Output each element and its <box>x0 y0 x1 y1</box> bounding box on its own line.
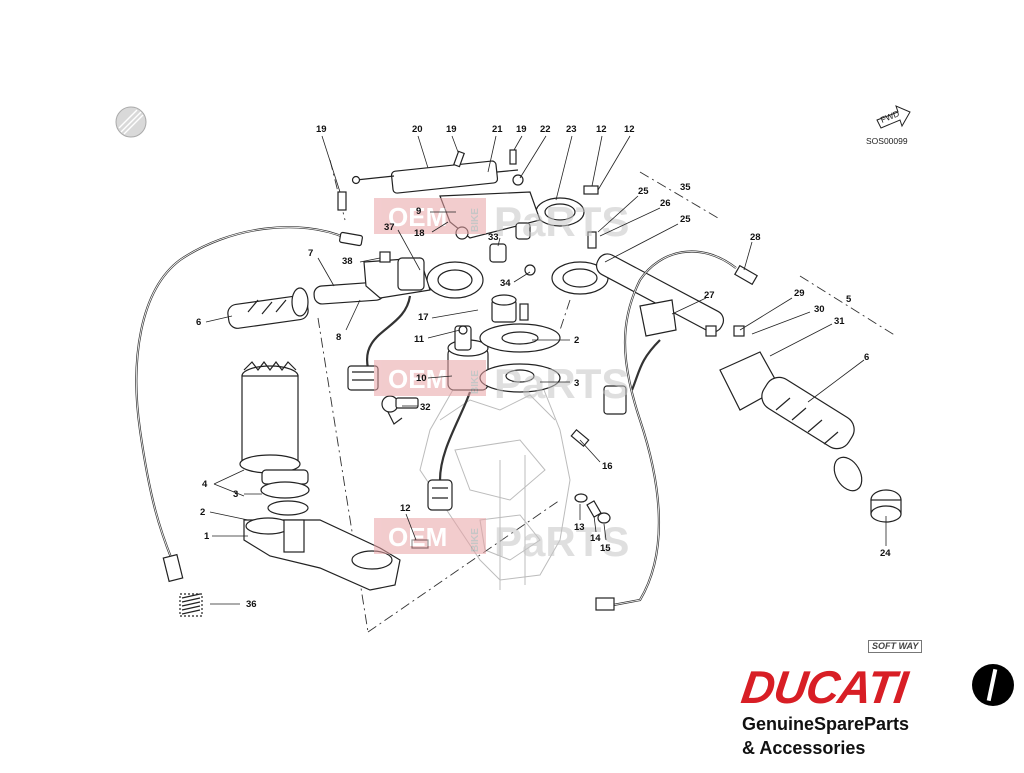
clutch-cable <box>135 226 363 583</box>
drawing-code: SOS00099 <box>866 136 908 146</box>
callout-15: 15 <box>600 543 611 554</box>
lower-triple-clamp <box>243 517 401 591</box>
callout-1: 1 <box>204 531 210 542</box>
watermark-parts-2: PaRTS <box>494 360 629 407</box>
callout-8: 8 <box>336 332 341 343</box>
callout-37: 37 <box>384 222 395 233</box>
callout-18: 18 <box>414 228 425 239</box>
watermark-bike-1: BIKE <box>470 208 481 232</box>
fasteners <box>337 149 745 549</box>
throttle-cable <box>595 250 758 611</box>
callout-34: 34 <box>500 278 511 289</box>
callout-36: 36 <box>246 599 257 610</box>
callout-21: 21 <box>492 124 503 135</box>
callout-28: 28 <box>750 232 761 243</box>
callout-14: 14 <box>590 533 601 544</box>
callout-9: 9 <box>416 206 421 217</box>
steering-stem-parts <box>479 294 561 393</box>
callout-25b: 25 <box>680 214 691 225</box>
softway-badge: SOFT WAY <box>868 640 923 653</box>
callout-27: 27 <box>704 290 715 301</box>
callout-32: 32 <box>420 402 431 413</box>
callout-35: 35 <box>680 182 691 193</box>
callout-2-upper: 2 <box>574 335 579 346</box>
watermark-parts-1: PaRTS <box>494 198 629 245</box>
callout-17: 17 <box>418 312 429 323</box>
ducati-logo-text: DUCATI <box>738 661 910 713</box>
callout-24: 24 <box>880 548 891 559</box>
steering-stem <box>239 361 310 516</box>
watermark-oem-2: OEM <box>388 364 447 394</box>
key <box>381 395 419 425</box>
watermark-parts-3: PaRTS <box>494 518 629 565</box>
callout-19c: 19 <box>516 124 527 135</box>
tagline-line1: GenuineSpareParts <box>742 714 910 734</box>
callout-6-left: 6 <box>196 317 201 328</box>
callout-6-right: 6 <box>864 352 869 363</box>
callout-10: 10 <box>416 373 427 384</box>
steering-damper <box>351 160 524 194</box>
watermark-oem-1: OEM <box>388 202 447 232</box>
watermark-bike-3: BIKE <box>470 528 481 552</box>
callout-13: 13 <box>574 522 585 533</box>
callout-22: 22 <box>540 124 551 135</box>
leader-lines <box>205 135 887 605</box>
bar-end-cap <box>870 489 902 523</box>
callout-12b: 12 <box>624 124 635 135</box>
callout-29: 29 <box>794 288 805 299</box>
callout-4: 4 <box>202 479 208 490</box>
callout-5: 5 <box>846 294 852 305</box>
spring <box>179 593 203 617</box>
tagline-line2: & Accessories <box>742 738 866 758</box>
watermark-bike-2: BIKE <box>470 370 481 394</box>
right-grip <box>719 351 863 492</box>
callout-26: 26 <box>660 198 671 209</box>
callout-20: 20 <box>412 124 423 135</box>
callout-16: 16 <box>602 461 613 472</box>
left-wiring <box>347 295 412 391</box>
compass-shield-icon <box>115 106 147 138</box>
callout-19a: 19 <box>316 124 327 135</box>
callout-7: 7 <box>308 248 313 259</box>
callout-33: 33 <box>488 232 499 243</box>
callout-38: 38 <box>342 256 353 267</box>
watermark-oem-3: OEM <box>388 522 447 552</box>
callout-2-lower: 2 <box>200 507 205 518</box>
callout-23: 23 <box>566 124 577 135</box>
right-clip-on <box>551 253 725 415</box>
callouts: 19 20 19 21 19 22 23 12 12 35 25 26 25 9… <box>196 124 891 610</box>
callout-19b: 19 <box>446 124 457 135</box>
brand-block: SOFT WAY DUCATI GenuineSpareParts & Acce… <box>738 636 1020 764</box>
left-grip <box>227 287 309 329</box>
callout-31: 31 <box>834 316 845 327</box>
ducati-shield-icon <box>972 664 1014 706</box>
callout-25a: 25 <box>638 186 649 197</box>
callout-12a: 12 <box>596 124 607 135</box>
fwd-arrow-icon: FWD <box>876 105 911 129</box>
left-clip-on <box>313 257 484 305</box>
callout-12c: 12 <box>400 503 411 514</box>
watermark: OEM BIKE PaRTS OEM BIKE PaRTS OEM BIKE P… <box>374 198 629 565</box>
callout-30: 30 <box>814 304 825 315</box>
callout-3-lower: 3 <box>233 489 238 500</box>
frame-outline <box>419 359 571 590</box>
callout-3-upper: 3 <box>574 378 579 389</box>
callout-11: 11 <box>414 334 425 345</box>
